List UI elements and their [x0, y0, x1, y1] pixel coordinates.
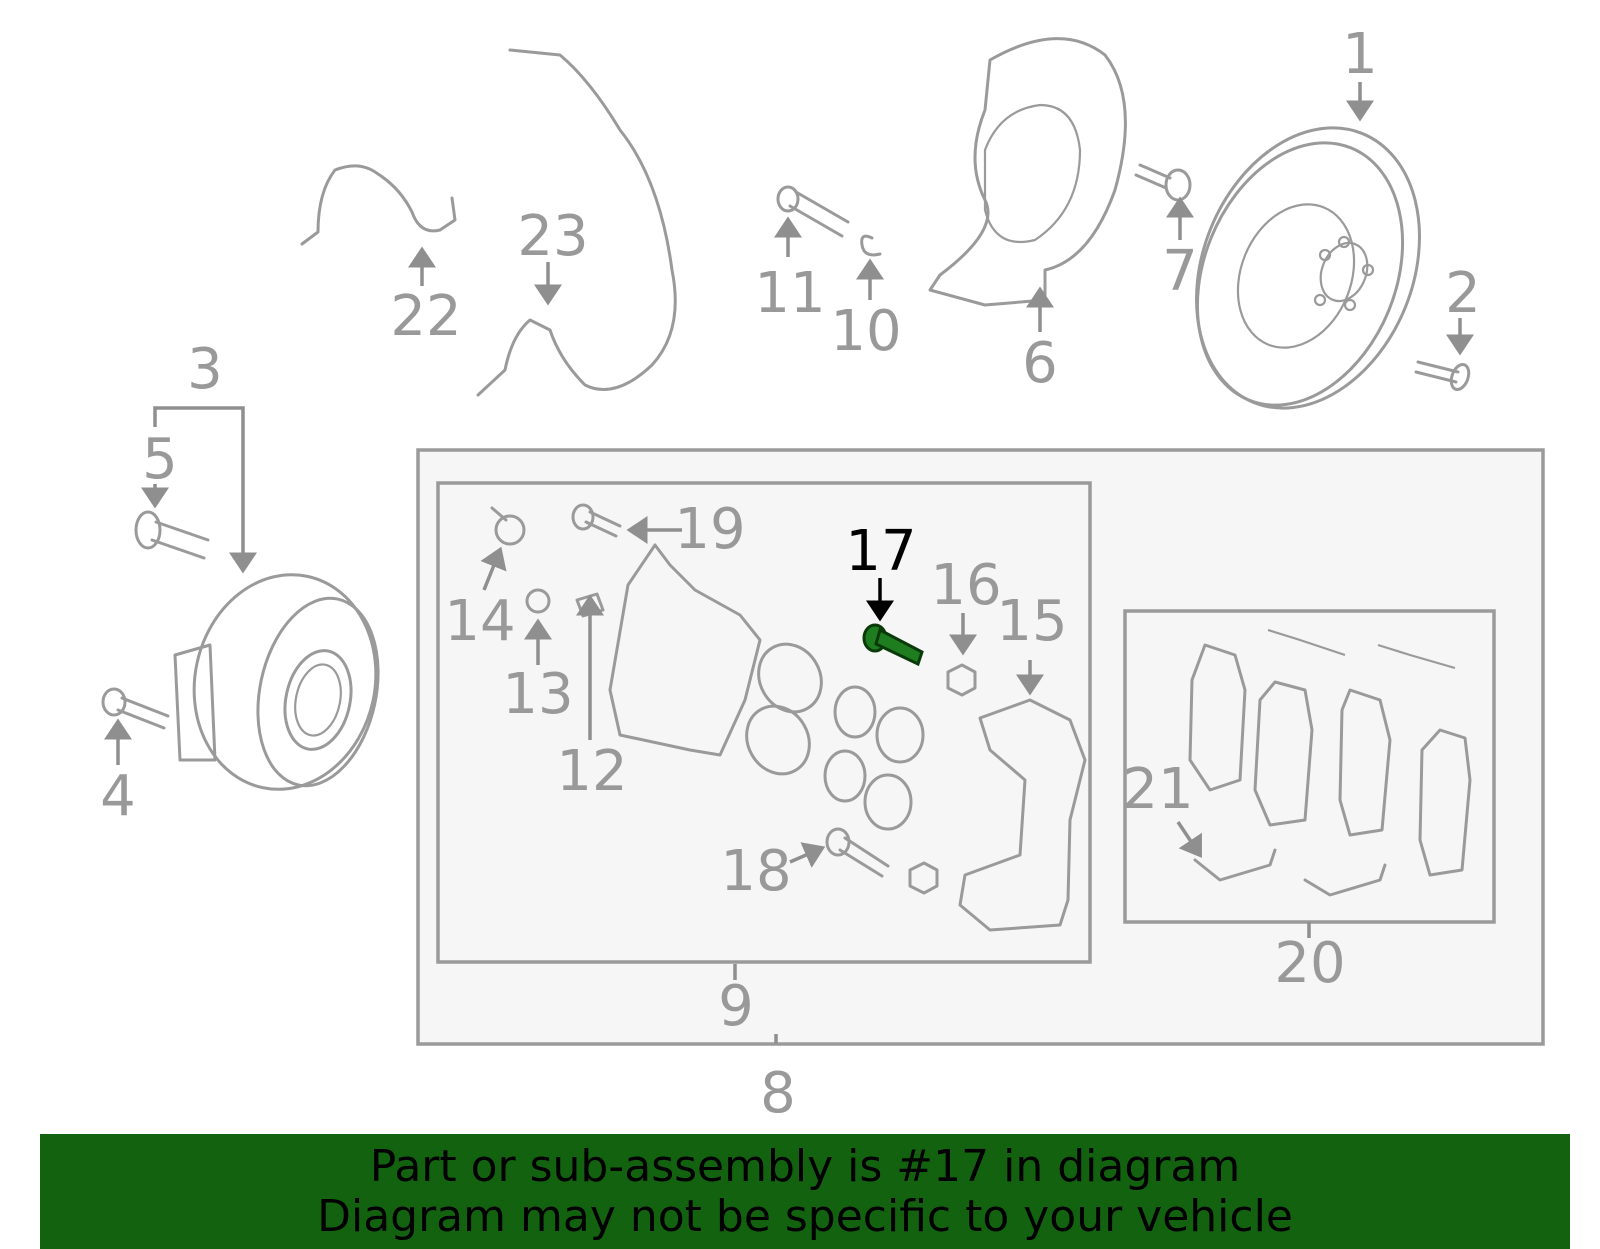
hub-stud-5-part: [134, 510, 210, 560]
callout-15: 15: [996, 589, 1067, 654]
callout-14: 14: [444, 589, 515, 654]
brake-pads-20-part: [1188, 628, 1472, 877]
cap-13-part: [525, 588, 551, 614]
callout-22: 22: [390, 284, 461, 349]
callout-8: 8: [760, 1061, 796, 1126]
dust-shield-part: [928, 37, 1127, 307]
leader-lines: [104, 82, 1474, 1044]
callout-21: 21: [1122, 757, 1193, 822]
pad-clips-21-part: [1193, 848, 1387, 897]
bolt-18-part: [825, 827, 939, 895]
bolt-19-part: [571, 503, 622, 538]
callout-18: 18: [720, 839, 791, 904]
shield-bolt-part: [1134, 163, 1192, 202]
caliper-bracket-15-part: [958, 698, 1087, 932]
callout-5: 5: [142, 427, 178, 492]
callout-16: 16: [930, 553, 1001, 618]
clip-10-part: [860, 234, 882, 257]
sensor-wire-22-part: [300, 164, 457, 246]
callout-17-highlighted: 17: [845, 519, 916, 584]
callout-9: 9: [718, 974, 754, 1039]
banner-line-1: Part or sub-assembly is #17 in diagram: [369, 1141, 1241, 1192]
callout-20: 20: [1274, 931, 1345, 996]
brake-rotor-part: [1195, 126, 1421, 410]
callout-23: 23: [517, 204, 588, 269]
info-banner: Part or sub-assembly is #17 in diagram D…: [40, 1134, 1570, 1249]
banner-line-2: Diagram may not be specific to your vehi…: [317, 1191, 1293, 1242]
callout-12: 12: [556, 739, 627, 804]
callout-2: 2: [1445, 261, 1481, 326]
callout-13: 13: [502, 662, 573, 727]
bolt-11-part: [776, 185, 850, 238]
abs-sensor-23-part: [476, 48, 677, 397]
callout-1: 1: [1342, 22, 1378, 87]
hub-bolt-4-part: [101, 687, 170, 730]
callout-11: 11: [754, 261, 825, 326]
callout-6: 6: [1022, 331, 1058, 396]
caliper-part: [608, 543, 762, 757]
callout-10: 10: [830, 299, 901, 364]
bleeder-14-part: [490, 506, 526, 546]
callout-3: 3: [187, 337, 223, 402]
callout-7: 7: [1162, 239, 1198, 304]
nut-16-part: [946, 663, 977, 697]
guide-bolt-17-highlighted-part: [862, 623, 924, 667]
callout-19: 19: [674, 497, 745, 562]
callout-4: 4: [100, 764, 136, 829]
pistons-part: [745, 642, 925, 831]
wheel-hub-part: [173, 573, 380, 791]
rotor-screw-part: [1414, 360, 1471, 392]
